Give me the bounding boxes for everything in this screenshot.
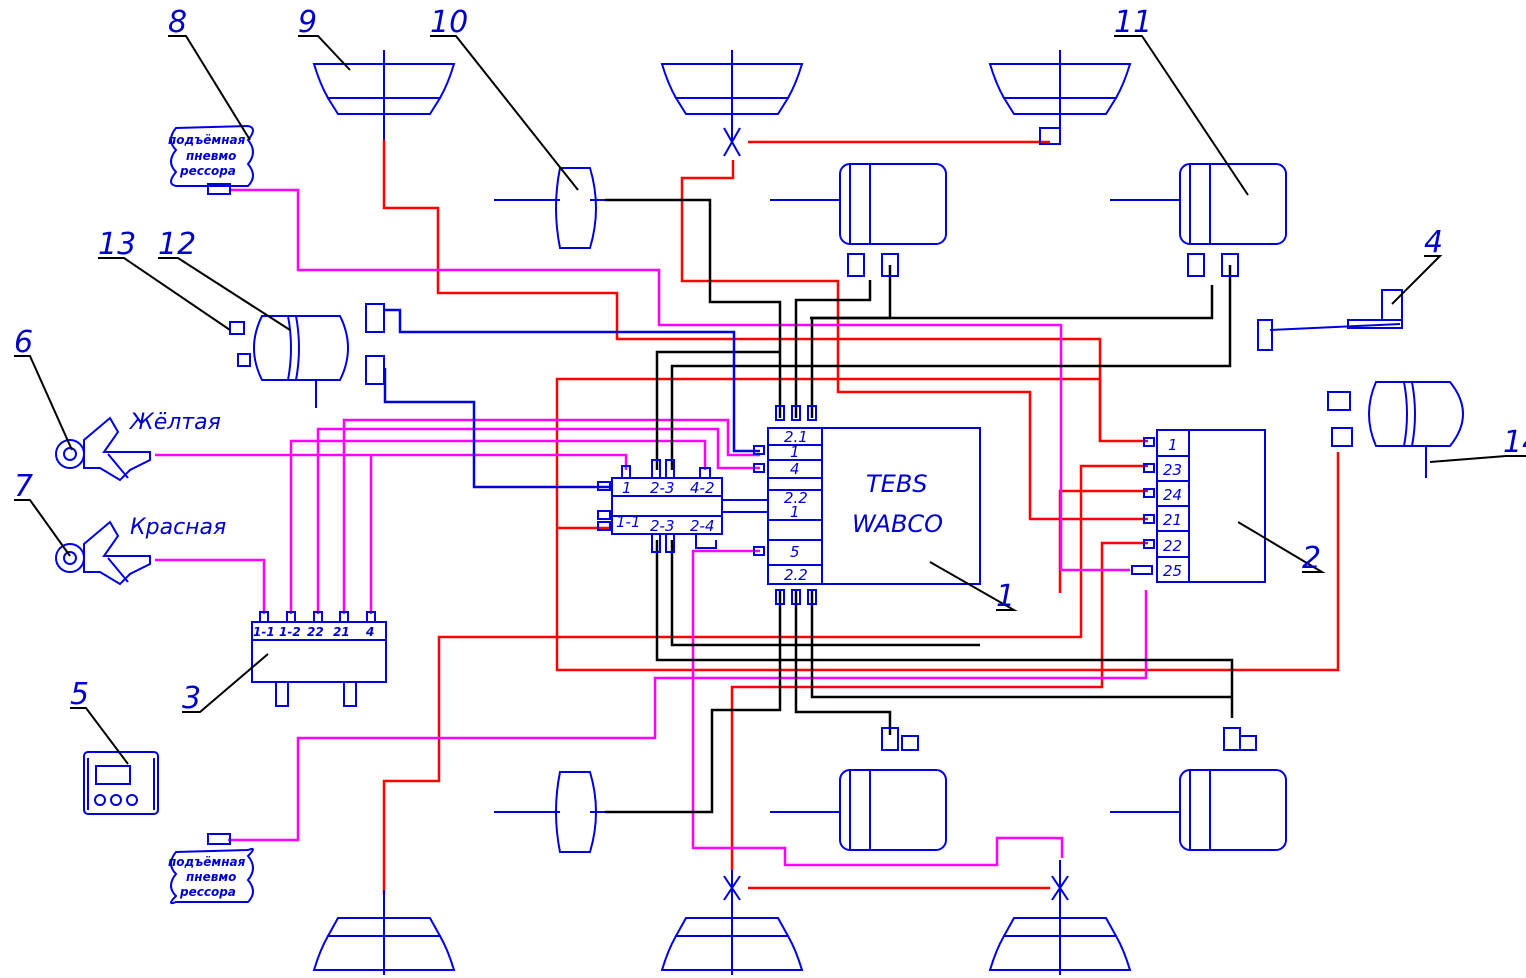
callout-number: 12 [158, 227, 196, 262]
callout-number: 9 [298, 5, 317, 40]
tebs-port-label: 5 [790, 543, 800, 561]
callout-number: 1 [996, 579, 1015, 614]
air-spring-label: рессора [179, 885, 236, 899]
reservoir-lines-blue [383, 308, 760, 489]
callout-number: 7 [14, 469, 33, 504]
valve-port-label: 2-4 [690, 517, 715, 535]
tebs-port-label: 1 [790, 503, 800, 521]
air-spring-label: рессора [179, 164, 236, 178]
valve-port-label: 1-1 [616, 513, 641, 531]
callout-number: 10 [430, 5, 468, 40]
callouts: 8 9 10 11 12 13 6 7 4 14 2 1 3 5 [14, 5, 1526, 765]
air-reservoir-aux [1327, 381, 1464, 478]
callout-number: 2 [1302, 541, 1321, 576]
block3-port-label: 1-1 [253, 625, 275, 639]
tebs-port-label: 2.2 [784, 566, 808, 584]
red-hose-label: Красная [130, 515, 226, 540]
block3-port-label: 1-2 [279, 625, 301, 639]
air-spring-label: подъёмная [168, 133, 246, 147]
valve-port-label: 4-2 [690, 479, 715, 497]
tebs-title: TEBS [866, 470, 928, 498]
tebs-subtitle: WABCO [852, 510, 943, 538]
valve-port-label: 2-3 [650, 479, 675, 497]
supply-lines-red [382, 140, 1340, 895]
air-spring-label: пневмо [186, 870, 236, 884]
distribution-block: 1-1 1-2 22 21 4 [251, 611, 387, 707]
block3-port-label: 4 [365, 625, 374, 639]
air-reservoir-main [229, 303, 385, 408]
callout-number: 11 [1114, 5, 1152, 40]
coupling-head-red [55, 520, 151, 586]
control-unit [83, 751, 159, 815]
callout-number: 4 [1424, 225, 1443, 260]
callout-number: 8 [168, 5, 187, 40]
callout-number: 3 [182, 681, 201, 716]
control-lines-black [605, 198, 1234, 814]
lift-lines-pink [155, 188, 1148, 867]
block2-port-label: 22 [1163, 537, 1182, 555]
leveling-valves [723, 127, 1069, 901]
lift-air-spring-bottom: подъёмная пневмо рессора [168, 833, 254, 905]
block2-port-label: 21 [1163, 511, 1182, 529]
air-bellows [312, 50, 1132, 975]
callout-number: 14 [1503, 425, 1526, 460]
block3-port-label: 21 [333, 625, 350, 639]
tebs-port-label: 1 [790, 443, 800, 461]
tebs-port-label: 2.1 [784, 428, 808, 446]
block2-port-label: 23 [1163, 461, 1182, 479]
block2-port-label: 24 [1163, 486, 1182, 504]
height-sensor [1257, 289, 1403, 351]
lift-valve-block: 1 23 24 21 22 25 [1131, 429, 1266, 583]
air-spring-label: пневмо [186, 149, 236, 163]
valve-port-label: 1 [622, 479, 632, 497]
block2-port-label: 25 [1163, 562, 1182, 580]
brake-chambers [494, 163, 1287, 853]
lift-air-spring-top: подъёмная пневмо рессора [168, 124, 254, 195]
block3-port-label: 22 [307, 625, 324, 639]
air-spring-label: подъёмная [168, 855, 246, 869]
tebs-modulator: 2.1 1 4 2.2 1 5 2.2 TEBS WABCO [753, 405, 981, 605]
relay-valve-block: 1 2-3 4-2 1-1 2-3 2-4 [597, 459, 768, 553]
coupling-head-yellow [55, 416, 151, 482]
tebs-port-label: 2.2 [784, 489, 808, 507]
yellow-hose-label: Жёлтая [128, 410, 221, 435]
callout-number: 5 [70, 677, 89, 712]
tebs-port-label: 4 [790, 460, 800, 478]
callout-number: 6 [14, 325, 33, 360]
valve-port-label: 2-3 [650, 517, 675, 535]
callout-number: 13 [98, 227, 136, 262]
block2-port-label: 1 [1168, 436, 1178, 454]
